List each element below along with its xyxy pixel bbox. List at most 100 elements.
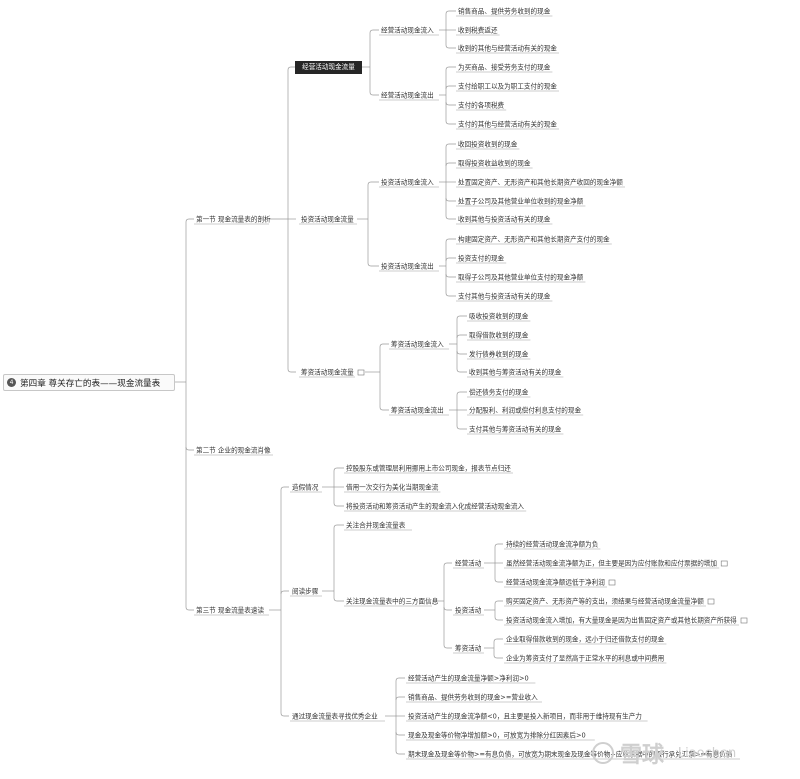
section-s1[interactable]: 第一节 现金流量表的剖析	[196, 214, 271, 223]
node-h2b[interactable]: 关注现金流量表中的三方面信息	[346, 596, 439, 605]
edge	[287, 368, 296, 373]
edge	[456, 425, 467, 430]
leaf-item[interactable]: 取得投资收益收到的现金	[458, 158, 531, 167]
leaf-item[interactable]: 投资活动产生的现金流净额<0，且主要是投入新项目，而非用于维持现有生产力	[408, 711, 642, 720]
node-operating-cash-flow[interactable]: 经营活动现金流量	[295, 61, 362, 74]
leaf-item[interactable]: 收到的其他与经营活动有关的现金	[458, 43, 557, 52]
edge	[493, 654, 503, 659]
edge	[369, 29, 379, 34]
leaf-item[interactable]: 购买固定资产、无形资产等的支出，须结果与经营活动现金流量净额	[506, 596, 704, 605]
leaf-item[interactable]: 收回投资收到的现金	[458, 139, 518, 148]
watermark-author: Liaochen	[677, 745, 737, 761]
note-icon	[720, 560, 728, 567]
leaf-item[interactable]: 支付的各项税费	[458, 100, 505, 109]
section-s3[interactable]: 第三节 现金流量表速读	[196, 605, 264, 614]
leaf-item[interactable]: 投资支付的现金	[458, 253, 505, 262]
leaf-item[interactable]: 处置固定资产、无形资产和其他长期资产收回的现金净额	[458, 177, 623, 186]
edge	[445, 44, 456, 49]
leaf-item[interactable]: 发行债券收到的现金	[469, 349, 529, 358]
leaf-item[interactable]: 持续的经营活动现金流净额为负	[506, 539, 599, 548]
leaf-item[interactable]: 经营活动产生的现金流量净额>净利润>0	[408, 673, 529, 682]
leaf-item[interactable]: 取得借款收到的现金	[469, 330, 529, 339]
leaf-item[interactable]: 现金及现金等价物净增加额>0，可放宽为排除分红因素后>0	[408, 730, 586, 739]
node-g2out[interactable]: 投资活动现金流出	[381, 261, 434, 270]
node-h2b1[interactable]: 经营活动	[455, 558, 482, 567]
node-g3[interactable]: 筹资活动现金流量	[301, 367, 354, 376]
leaf-item[interactable]: 销售商品、提供劳务收到的现金	[458, 6, 551, 15]
leaf-item[interactable]: 企业取得借款收到的现金，远小于归还借款支付的现金	[506, 634, 665, 643]
root-title: 第四章 尊关存亡的表——现金流量表	[20, 378, 161, 389]
leaf-item[interactable]: 取得子公司及其他营业单位支付的现金净额	[458, 272, 584, 281]
note-icon	[707, 598, 715, 605]
node-h2b2[interactable]: 投资活动	[455, 605, 482, 614]
node-h3[interactable]: 通过现金流量表寻找优秀企业	[292, 711, 378, 720]
leaf-item[interactable]: 收到其他与投资活动有关的现金	[458, 214, 551, 223]
edge	[456, 391, 467, 396]
edge	[395, 731, 405, 736]
edge	[280, 590, 289, 595]
leaf-item[interactable]: 为买商品、接受劳务支付的现金	[458, 62, 551, 71]
node-g1in[interactable]: 经营活动现金流入	[381, 25, 434, 34]
edge	[333, 467, 344, 472]
leaf-item[interactable]: 偿还债务支付的现金	[469, 387, 529, 396]
edge	[333, 524, 344, 529]
root-node[interactable]: 4 第四章 尊关存亡的表——现金流量表	[3, 374, 175, 391]
edge	[445, 66, 456, 71]
number-4-icon: 4	[7, 378, 16, 387]
node-g2[interactable]: 投资活动现金流量	[301, 214, 354, 223]
node-h2[interactable]: 阅读步骤	[292, 586, 319, 595]
edge	[445, 85, 456, 90]
node-g3out[interactable]: 筹资活动现金流出	[391, 405, 444, 414]
edge	[185, 218, 194, 223]
leaf-item[interactable]: 支付其他与筹资活动有关的现金	[469, 424, 562, 433]
leaf-item[interactable]: 期末现金及现金等价物>=有息负债，可放宽为期末现金及现金等价物+应收票据中的银行…	[408, 749, 733, 758]
edge	[395, 750, 405, 755]
xueqiu-logo-icon	[592, 742, 614, 764]
edge	[494, 600, 503, 605]
edge	[445, 273, 456, 278]
node-g3in[interactable]: 筹资活动现金流入	[391, 339, 444, 348]
edge	[287, 66, 296, 71]
node-h2a[interactable]: 关注合并现金流量表	[346, 520, 406, 529]
edge	[445, 143, 456, 148]
leaf-item[interactable]: 吸收投资收到的现金	[469, 311, 529, 320]
leaf-item[interactable]: 支付给职工以及为职工支付的现金	[458, 81, 557, 90]
connector-lines	[175, 10, 740, 760]
edge	[445, 257, 456, 262]
leaf-item[interactable]: 投资活动现金流入增加，有大量现金是因为出售固定资产或其他长期资产所获得	[506, 615, 737, 624]
edge	[494, 543, 503, 548]
xueqiu-watermark: 雪球 · Liaochen	[592, 736, 792, 770]
leaf-item[interactable]: 销售商品、提供劳务收到的现金>=营业收入	[408, 692, 538, 701]
leaf-item[interactable]: 将投资活动和筹资活动产生的现金流入化成经营活动现金流入	[346, 501, 524, 510]
edge	[280, 712, 289, 717]
leaf-item[interactable]: 支付的其他与经营活动有关的现金	[458, 119, 557, 128]
edge	[445, 238, 456, 243]
edge	[333, 502, 344, 507]
leaf-item[interactable]: 支付其他与投资活动有关的现金	[458, 291, 551, 300]
edge	[185, 446, 194, 451]
edge	[280, 486, 289, 491]
node-g2in[interactable]: 投资活动现金流入	[381, 177, 434, 186]
leaf-item[interactable]: 借用一次交行为美化当期现金流	[346, 482, 439, 491]
leaf-item[interactable]: 分配股利、利润或偿付利息支付的现金	[469, 405, 581, 414]
edge	[445, 10, 456, 15]
node-h1[interactable]: 造假情况	[292, 482, 319, 491]
leaf-item[interactable]: 收到税费返还	[458, 25, 498, 34]
edge	[367, 262, 379, 267]
node-g1out[interactable]: 经营活动现金流出	[381, 90, 434, 99]
edge	[456, 315, 467, 320]
leaf-item[interactable]: 企业为筹资支付了显然高于正常水平的利息或中间费用	[506, 653, 664, 662]
leaf-item[interactable]: 处置子公司及其他营业单位收到的现金净额	[458, 196, 584, 205]
section-s2[interactable]: 第二节 企业的现金流肖像	[196, 445, 271, 454]
edge	[443, 606, 452, 611]
leaf-item[interactable]: 虽然经营活动现金流净额为正，但主要是因为应付账款和应付票据的增加	[506, 558, 717, 567]
leaf-item[interactable]: 收到其他与筹资活动有关的现金	[469, 367, 562, 376]
leaf-item[interactable]: 经营活动现金流净额远低于净利润	[506, 577, 605, 586]
edge	[333, 597, 344, 602]
edge	[456, 350, 467, 355]
leaf-item[interactable]: 构建固定资产、无形资产和其他长期资产支付的现金	[458, 234, 610, 243]
edge	[456, 368, 467, 373]
node-h2b3[interactable]: 筹资活动	[455, 643, 482, 652]
leaf-item[interactable]: 控股股东或管理层利用挪用上市公司现金，报表节点归还	[346, 463, 511, 472]
